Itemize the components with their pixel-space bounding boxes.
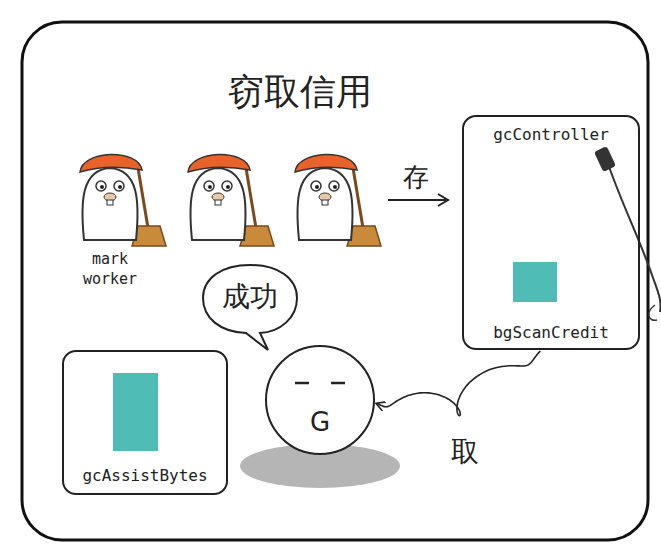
- plug: [594, 146, 616, 172]
- worker-label: mark worker: [75, 250, 145, 289]
- gopher: [80, 154, 166, 246]
- broom-stick: [246, 168, 256, 228]
- assist-block: [113, 373, 158, 451]
- gopher-pupil: [100, 185, 104, 189]
- gopher-body: [82, 168, 137, 240]
- gopher-eye: [96, 181, 106, 191]
- gopher-cap: [188, 154, 250, 172]
- store-arrow: [388, 199, 446, 201]
- gopher-tooth: [107, 200, 113, 205]
- eye: [295, 381, 309, 384]
- gopher-cap: [80, 154, 142, 172]
- gopher: [295, 154, 381, 246]
- gopher-body: [190, 168, 245, 240]
- node-text: gcAssistBytes: [82, 466, 207, 485]
- gopher-eye: [329, 181, 339, 191]
- edge-label: 取: [449, 433, 481, 471]
- cable: [606, 158, 661, 312]
- gopher-cap: [295, 154, 357, 172]
- broom-stick: [138, 168, 148, 228]
- goroutine-circle: G: [265, 345, 375, 455]
- gopher-eye: [311, 181, 321, 191]
- node-text: G: [310, 409, 330, 435]
- gopher-eye: [204, 181, 214, 191]
- face: [265, 345, 375, 455]
- store-arrowhead: [438, 194, 448, 206]
- gopher-pupil: [333, 185, 337, 189]
- credit-block: [513, 262, 557, 302]
- gopher-tooth: [322, 200, 328, 205]
- controller-box: gcController bgScanCredit: [462, 115, 640, 350]
- gopher-eye: [114, 181, 124, 191]
- cable-loop: [649, 305, 657, 320]
- gopher-group: [80, 154, 381, 246]
- bubble-shape: [203, 265, 297, 350]
- gopher-tooth: [215, 200, 221, 205]
- gopher-body: [297, 168, 352, 240]
- gopher-eye: [222, 181, 232, 191]
- arrow-label: 存: [403, 160, 429, 195]
- gopher: [188, 154, 274, 246]
- speech-bubble: 成功: [200, 262, 300, 338]
- assist-box: gcAssistBytes: [62, 350, 228, 495]
- title: 窃取信用: [228, 68, 372, 117]
- gopher-pupil: [118, 185, 122, 189]
- eye: [331, 381, 345, 384]
- node-text: gcController: [493, 125, 609, 144]
- gopher-pupil: [315, 185, 319, 189]
- node-text: 成功: [222, 278, 278, 316]
- curly-connector: [377, 351, 540, 416]
- node-text: bgScanCredit: [493, 323, 609, 342]
- broom-stick: [353, 168, 363, 228]
- frame: [22, 22, 648, 540]
- gopher-pupil: [208, 185, 212, 189]
- gopher-pupil: [226, 185, 230, 189]
